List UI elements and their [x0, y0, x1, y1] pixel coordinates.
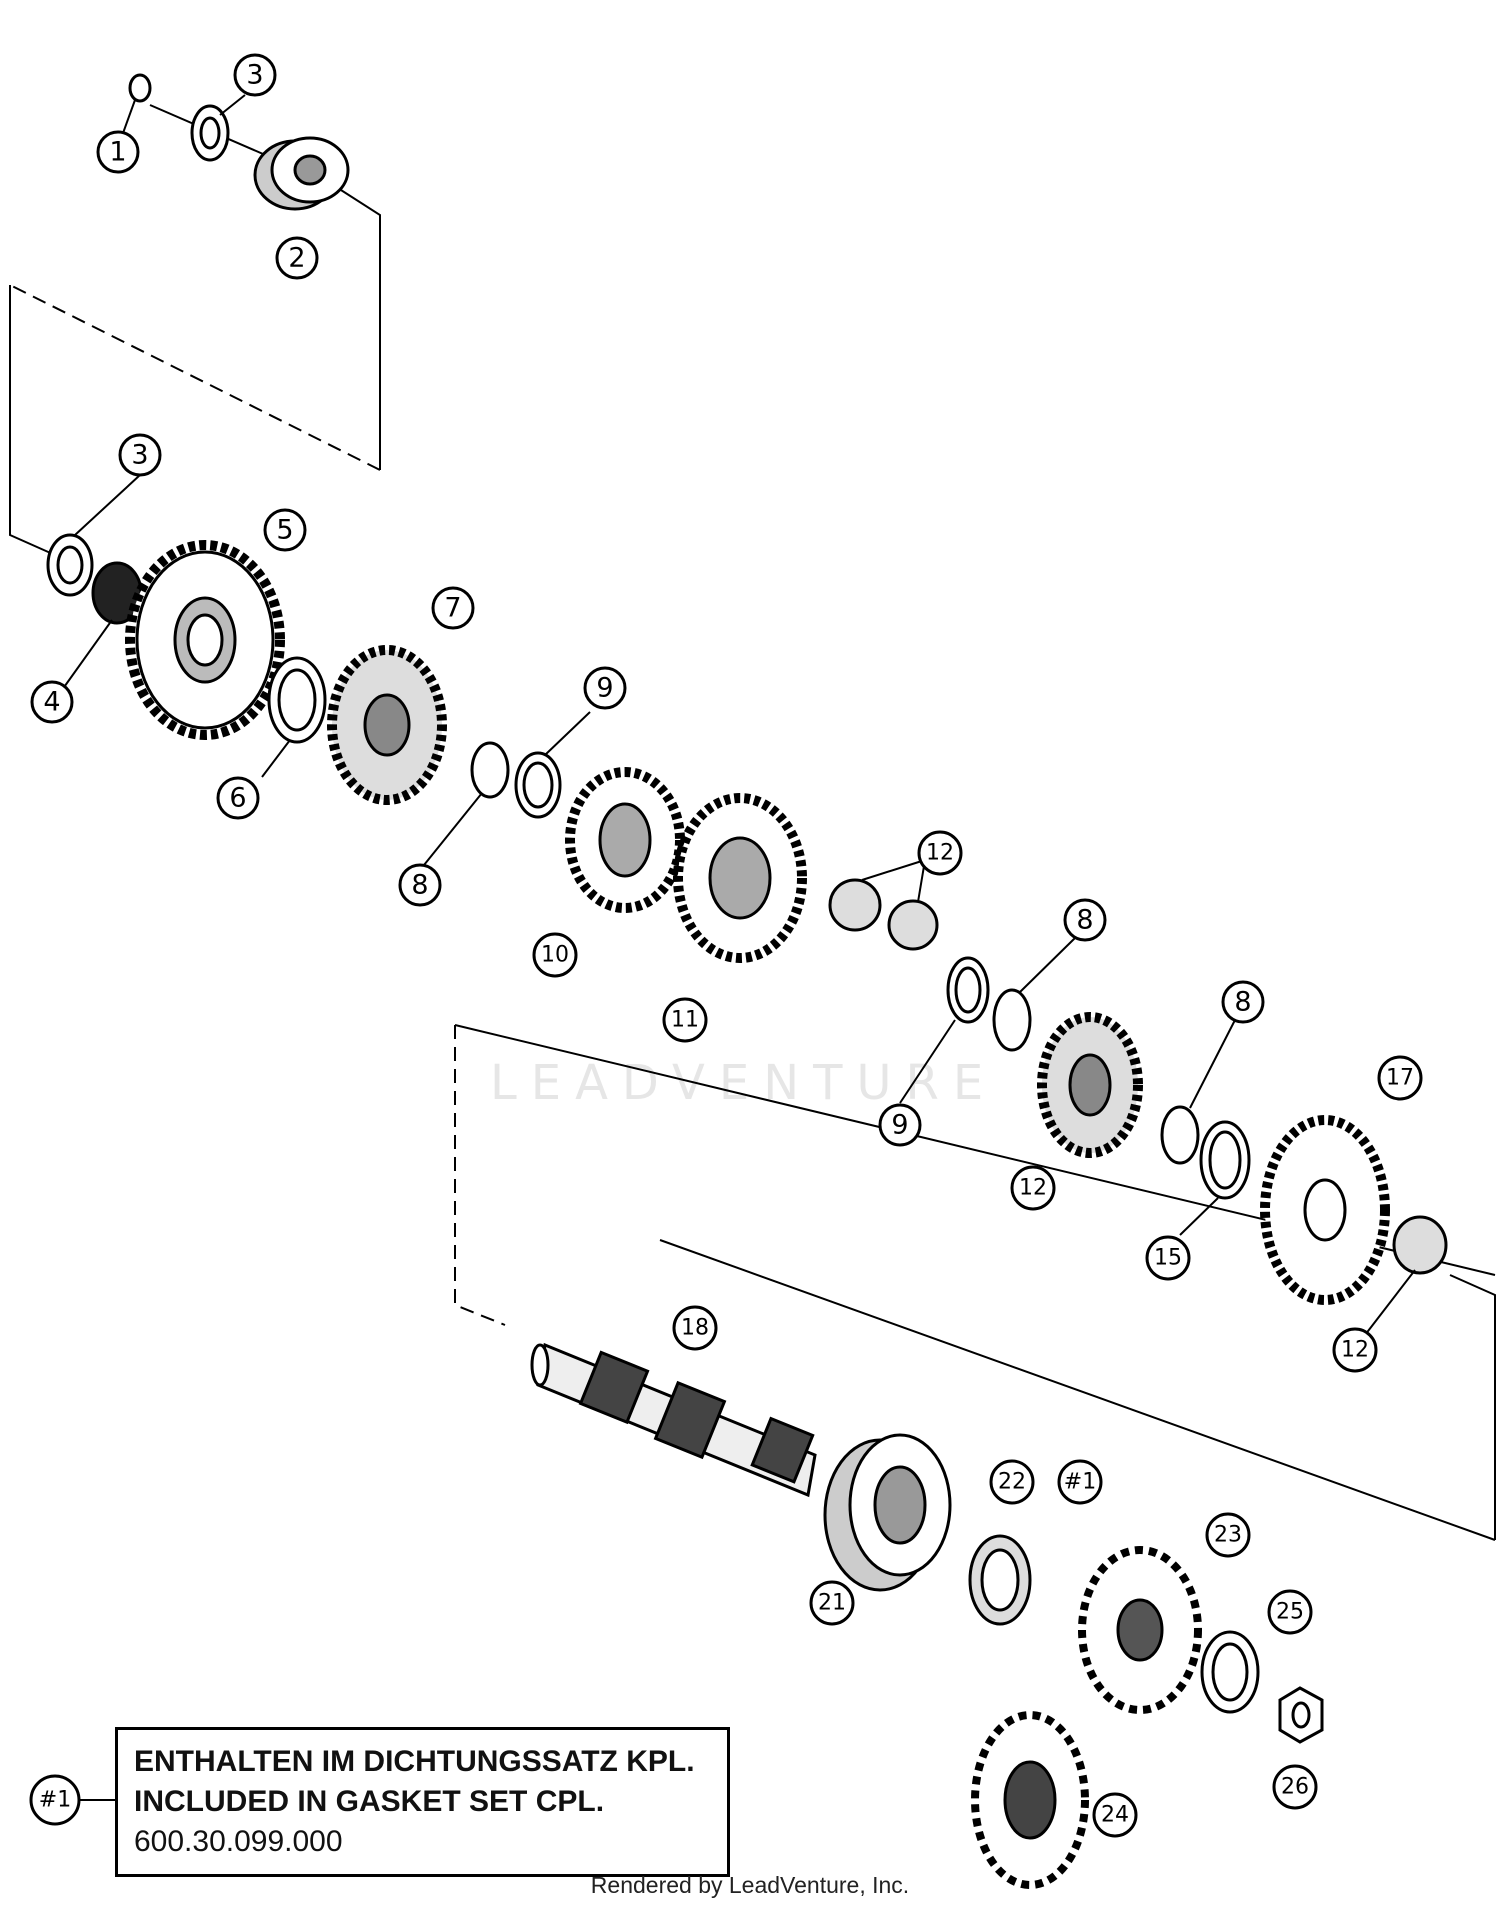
part-8-circlip: [1160, 1105, 1200, 1165]
part-12-bushing: [1392, 1215, 1448, 1275]
callout-24: 24: [1092, 1792, 1138, 1838]
callout-8: 8: [1063, 898, 1107, 942]
part-12-bushing: [828, 878, 882, 932]
svg-text:24: 24: [1101, 1803, 1129, 1828]
note-line-english: INCLUDED IN GASKET SET CPL.: [134, 1785, 605, 1818]
callout-4: 4: [30, 680, 74, 724]
callout-23: 23: [1205, 1512, 1251, 1558]
part-8-circlip: [470, 741, 510, 799]
part-7-gear: [327, 645, 447, 805]
svg-text:8: 8: [1234, 987, 1251, 1018]
callout-18: 17: [1377, 1055, 1423, 1101]
callout-12: 12: [917, 830, 963, 876]
svg-text:4: 4: [43, 687, 60, 718]
svg-text:3: 3: [131, 440, 148, 471]
callout-15: 12: [1010, 1165, 1056, 1211]
callout-26: 26: [1272, 1764, 1318, 1810]
callout-hash-1: #1: [1057, 1459, 1103, 1505]
svg-text:18: 18: [681, 1316, 709, 1341]
callout-17: 15: [1145, 1235, 1191, 1281]
svg-text:12: 12: [1019, 1176, 1047, 1201]
callout-9: 9: [583, 666, 627, 710]
gasket-set-note: ENTHALTEN IM DICHTUNGSSATZ KPL. INCLUDED…: [115, 1727, 730, 1877]
callout-10: 10: [532, 932, 578, 978]
callout-9: 9: [878, 1103, 922, 1147]
svg-text:17: 17: [1386, 1066, 1414, 1091]
part-12-bushing: [887, 899, 939, 951]
part-26-nut: [1278, 1686, 1324, 1744]
svg-text:22: 22: [998, 1470, 1026, 1495]
svg-text:8: 8: [1076, 905, 1093, 936]
part-24-sprocket: [971, 1711, 1089, 1889]
svg-text:10: 10: [541, 943, 569, 968]
svg-text:3: 3: [246, 60, 263, 91]
svg-text:9: 9: [596, 673, 613, 704]
note-line-german: ENTHALTEN IM DICHTUNGSSATZ KPL.: [134, 1745, 695, 1778]
part-21-bearing: [823, 1433, 952, 1592]
part-5-gear: [125, 540, 285, 740]
svg-text:9: 9: [891, 1110, 908, 1141]
svg-text:12: 12: [926, 841, 954, 866]
part-18-gear: [1260, 1115, 1390, 1305]
note-part-number: 600.30.099.000: [134, 1825, 343, 1858]
part-23-sprocket: [1078, 1546, 1202, 1714]
callout-12: 12: [1332, 1327, 1378, 1373]
part-8-circlip: [992, 988, 1032, 1052]
callout-8: 8: [398, 863, 442, 907]
svg-text:8: 8: [411, 870, 428, 901]
callout-21: 21: [809, 1580, 855, 1626]
svg-text:7: 7: [444, 593, 461, 624]
svg-text:11: 11: [671, 1008, 699, 1033]
svg-text:12: 12: [1341, 1338, 1369, 1363]
svg-text:#1: #1: [1064, 1470, 1096, 1495]
callout-25: 25: [1267, 1589, 1313, 1635]
svg-text:23: 23: [1214, 1523, 1242, 1548]
callout-8: 8: [1221, 980, 1265, 1024]
part-2-bearing: [253, 136, 350, 211]
svg-text:25: 25: [1276, 1600, 1304, 1625]
callouts: 1 2 3 3 4 5 6 7 8 8 8 9 9 10 11 12 12 12…: [30, 53, 1423, 1838]
svg-text:6: 6: [229, 783, 246, 814]
svg-text:21: 21: [818, 1591, 846, 1616]
callout-11: 11: [662, 997, 708, 1043]
svg-text:2: 2: [288, 243, 305, 274]
note-marker: #1: [29, 1774, 115, 1826]
part-11-gear: [673, 793, 807, 963]
svg-text:1: 1: [109, 137, 126, 168]
part-1-circlip: [128, 73, 152, 103]
part-10-gear: [565, 767, 685, 913]
footer-credit: Rendered by LeadVenture, Inc.: [590, 1872, 910, 1898]
leader-lines: [61, 94, 1416, 1336]
callout-2: 2: [275, 236, 319, 280]
callout-5: 5: [263, 508, 307, 552]
callout-1: 1: [96, 130, 140, 174]
part-20-shaft: [530, 1342, 817, 1498]
callout-20: 18: [672, 1305, 718, 1351]
svg-text:15: 15: [1154, 1246, 1182, 1271]
callout-7: 7: [431, 586, 475, 630]
part-15-gear: [1037, 1012, 1143, 1158]
callout-6: 6: [216, 776, 260, 820]
callout-22: 22: [989, 1459, 1035, 1505]
parts: [46, 73, 1448, 1889]
svg-text:5: 5: [276, 515, 293, 546]
callout-3: 3: [118, 433, 162, 477]
callout-3: 3: [233, 53, 277, 97]
svg-text:26: 26: [1281, 1775, 1309, 1800]
svg-text:#1: #1: [39, 1788, 71, 1813]
